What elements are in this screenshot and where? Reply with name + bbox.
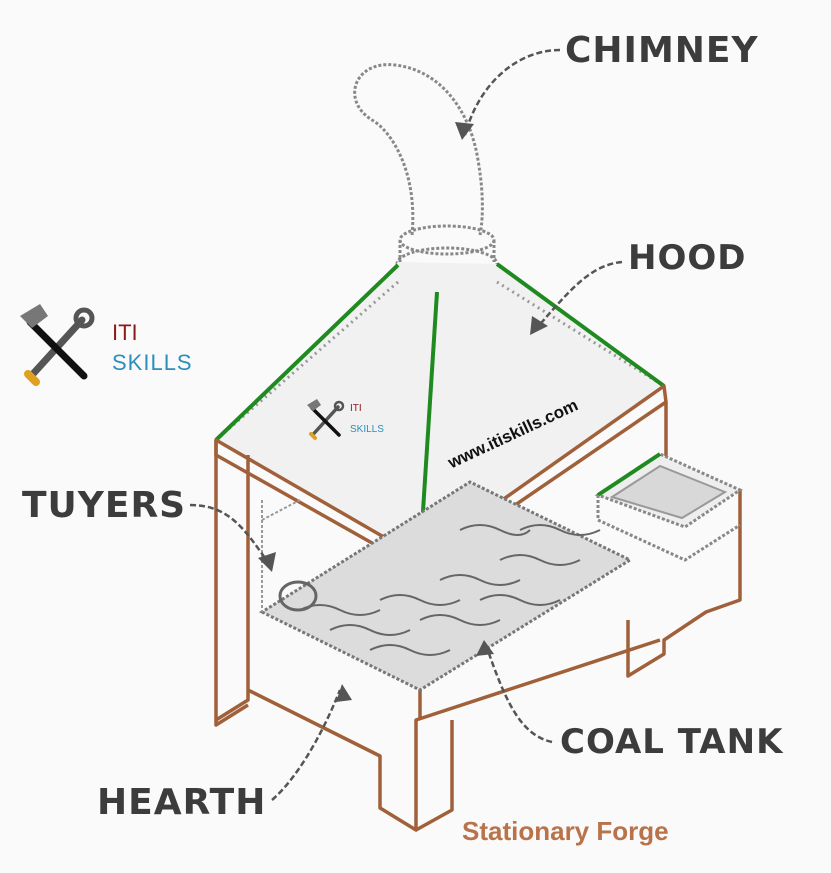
label-tuyers: TUYERS (22, 485, 187, 526)
diagram-caption: Stationary Forge (462, 816, 669, 846)
brand-line2: SKILLS (112, 350, 193, 375)
hammer-wrench-icon-small (307, 399, 345, 440)
brand-small-line2: SKILLS (350, 424, 384, 435)
arrow-heads (258, 122, 548, 702)
leader-lines (189, 48, 623, 801)
brand-small-line1: ITI (350, 403, 362, 414)
brand-line1: ITI (112, 320, 138, 345)
hammer-wrench-icon (20, 304, 95, 386)
label-chimney: CHIMNEY (565, 30, 759, 71)
label-coal-tank: COAL TANK (560, 722, 784, 762)
label-hood: HOOD (628, 238, 747, 278)
coal-tank-box (594, 452, 744, 562)
hearth-coal-bed (258, 480, 634, 692)
label-hearth: HEARTH (97, 782, 267, 823)
